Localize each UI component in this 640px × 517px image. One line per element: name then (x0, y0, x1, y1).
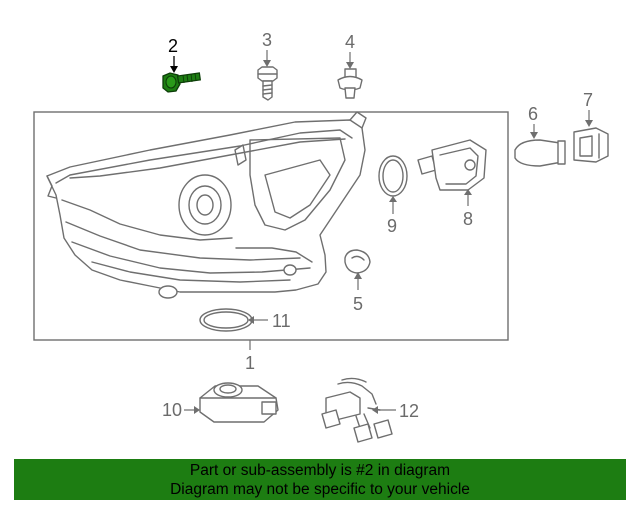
banner-line-1: Part or sub-assembly is #2 in diagram (189, 462, 451, 479)
callout-3: 3 (262, 30, 272, 50)
part-1-callout: 1 (245, 340, 255, 373)
callout-11: 11 (272, 311, 291, 331)
part-7-bulb-holder-icon[interactable]: 7 (573, 90, 609, 163)
callout-7: 7 (583, 90, 593, 110)
part-2-bolt-icon[interactable]: 2 (162, 36, 202, 93)
part-12-harness-icon[interactable]: 12 (321, 377, 419, 443)
headlamp-assembly-box (33, 111, 509, 341)
part-9-gasket-icon[interactable]: 9 (378, 155, 408, 236)
part-5-socket-icon[interactable]: 5 (344, 249, 371, 314)
part-3-bolt-icon[interactable]: 3 (257, 30, 278, 101)
part-11-seal-icon[interactable]: 11 (199, 308, 291, 332)
callout-6: 6 (528, 104, 538, 124)
callout-2: 2 (168, 36, 178, 56)
callout-4: 4 (345, 32, 355, 52)
callout-1: 1 (245, 353, 255, 373)
part-4-clip-icon[interactable]: 4 (337, 32, 363, 99)
callout-12: 12 (399, 401, 419, 421)
callout-10: 10 (162, 400, 182, 420)
callout-9: 9 (387, 216, 397, 236)
part-6-bulb-icon[interactable]: 6 (514, 104, 566, 167)
part-10-module-icon[interactable]: 10 (162, 382, 279, 423)
callout-8: 8 (463, 209, 473, 229)
headlamp-housing-icon[interactable] (46, 111, 367, 299)
callout-5: 5 (353, 294, 363, 314)
part-8-bulb-socket-icon[interactable]: 8 (417, 139, 487, 229)
info-banner: Part or sub-assembly is #2 in diagram Di… (14, 459, 626, 500)
banner-line-2: Diagram may not be specific to your vehi… (170, 481, 470, 498)
